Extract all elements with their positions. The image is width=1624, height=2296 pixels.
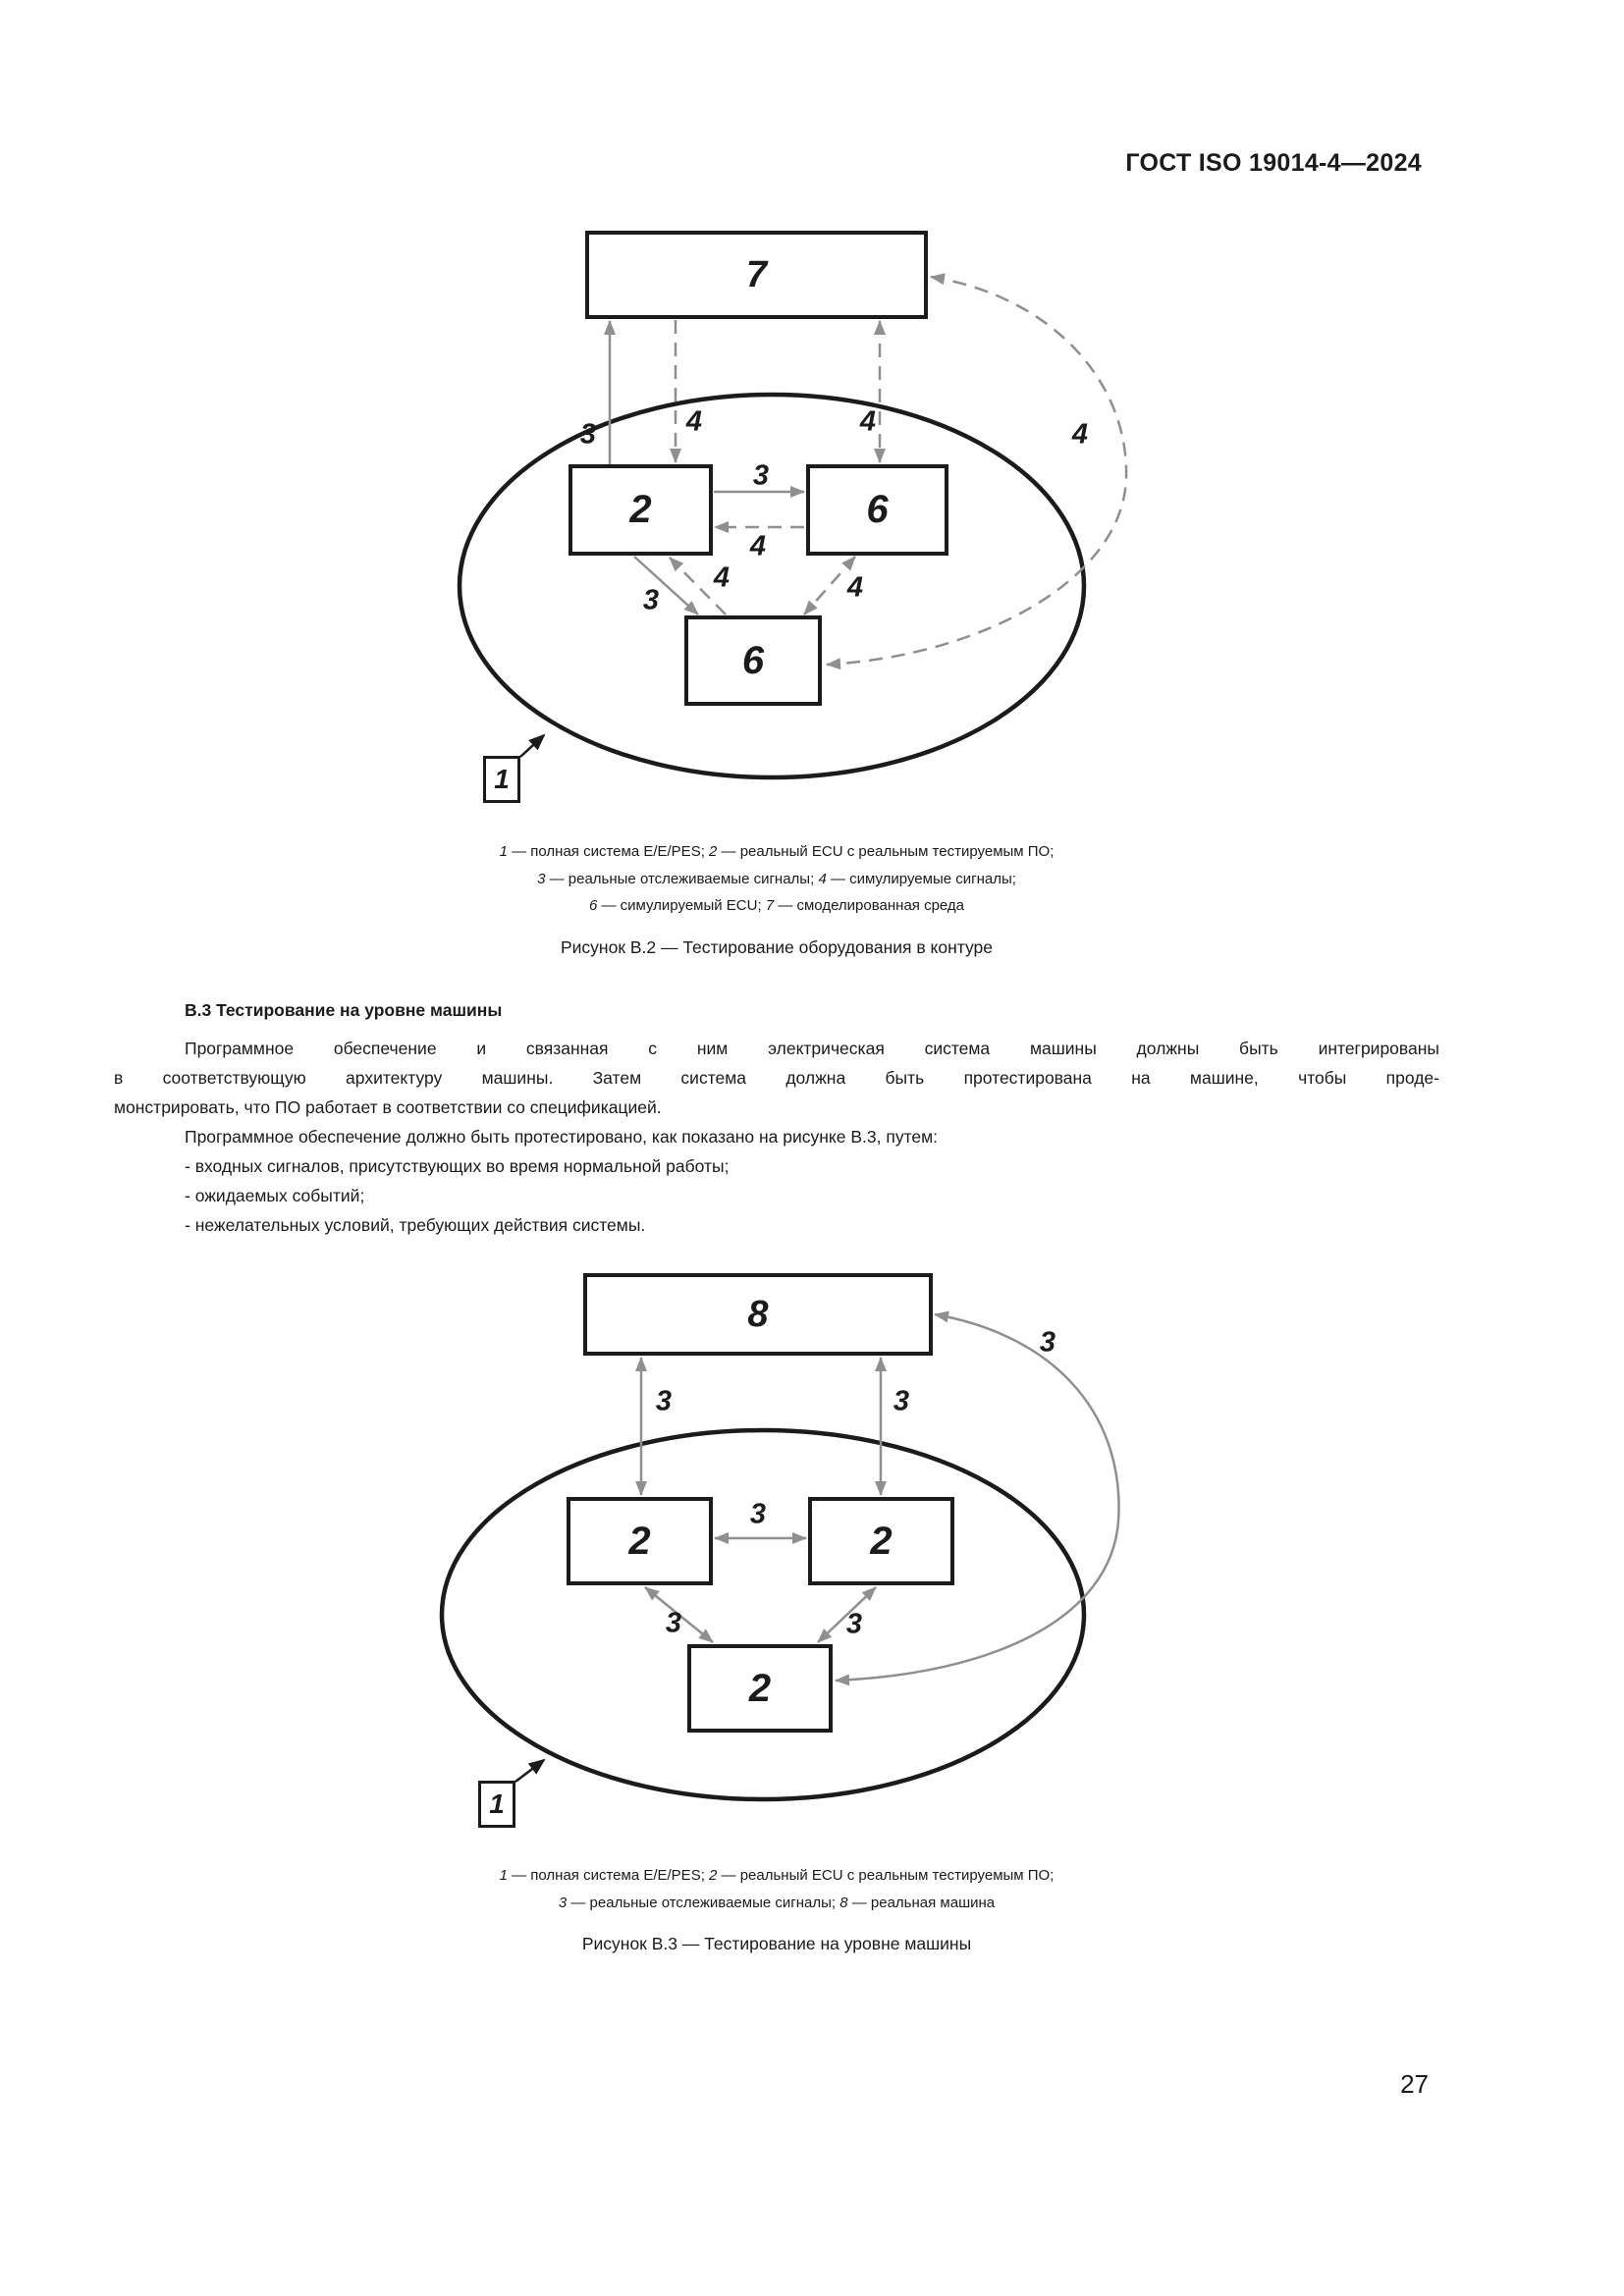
figure-b2-caption: Рисунок В.2 — Тестирование оборудования … [560,937,994,957]
box-number: 2 [748,1666,772,1710]
arrow-label: 3 [893,1385,910,1417]
arrow-label: 3 [752,459,770,492]
box-real-ecu-right: 2 [808,1497,954,1585]
leader-arrow-system-label [519,733,546,758]
arrow-label: 4 [1071,418,1089,451]
box-real-ecu-bottom: 2 [687,1644,833,1733]
box-number: 2 [629,488,652,531]
system-label-number: 1 [494,764,510,794]
paragraph-line: в соответствующую архитектуру машины. За… [114,1068,1439,1088]
figure-b2-legend-line: 3 — реальные отслеживаемые сигналы; 4 — … [537,871,1016,887]
arrow-label: 3 [845,1608,863,1640]
bullet-line: - входных сигналов, присутствующих во вр… [185,1156,730,1176]
leader-arrow-system-label [514,1758,546,1783]
system-label-number: 1 [489,1789,505,1819]
box-real-ecu: 2 [568,464,713,556]
arrow-sim-signal-diagonal-left [669,557,727,615]
bullet-line: - ожидаемых событий; [185,1186,365,1205]
figure-b3-caption: Рисунок В.3 — Тестирование на уровне маш… [581,1934,972,1953]
figure-b2-legend-line: 6 — симулируемый ECU; 7 — смоделированна… [588,897,965,914]
arrow-label: 4 [685,405,703,438]
paragraph-line: Программное обеспечение должно быть прот… [185,1127,939,1147]
arrow-label: 3 [642,584,660,616]
figure-b2-ellipse-system-boundary [457,392,1087,780]
box-number: 2 [870,1519,893,1563]
section-body: Программное обеспечение и связанная с ни… [114,1034,1439,1240]
figure-b3-ellipse-system-boundary [439,1427,1087,1802]
system-label-box: 1 [483,756,520,803]
box-number: 6 [741,638,765,682]
figure-b2-arrows [604,273,1128,670]
page-header: ГОСТ ISO 19014-4—2024 [1125,149,1422,177]
box-number: 7 [745,253,768,295]
paragraph-line: монстрировать, что ПО работает в соответ… [114,1097,662,1117]
figure-b3-legend-line: 3 — реальные отслеживаемые сигналы; 8 — … [558,1895,996,1911]
box-number: 2 [628,1519,651,1563]
figure-b3-legend-line: 1 — полная система E/E/PES; 2 — реальный… [499,1867,1055,1884]
figure-b2-legend-line: 1 — полная система E/E/PES; 2 — реальный… [499,843,1055,860]
arrow-real-signal-diagonal [633,556,699,615]
arrow-label: 3 [749,1498,767,1530]
arrow-real-signal-curve [835,1310,1120,1686]
box-real-machine: 8 [583,1273,933,1356]
arrow-label: 3 [579,418,597,451]
box-number: 8 [747,1293,769,1335]
arrow-label: 3 [1039,1326,1056,1359]
figure-b3-leader [514,1758,546,1783]
paragraph-line: Программное обеспечение и связанная с ни… [185,1039,1439,1058]
figure-b2-leader [519,733,546,758]
figure-b3-arrows [635,1310,1120,1686]
arrow-label: 3 [665,1607,682,1639]
box-simulated-environment: 7 [585,231,928,319]
arrow-label: 4 [846,571,864,604]
arrow-label: 3 [655,1385,673,1417]
box-simulated-ecu-bottom: 6 [684,615,822,706]
box-real-ecu-left: 2 [567,1497,713,1585]
box-simulated-ecu-right: 6 [806,464,948,556]
arrow-label: 4 [859,405,877,438]
arrow-label: 4 [749,530,767,562]
arrow-label: 4 [713,561,731,594]
page-number: 27 [1400,2069,1429,2099]
system-label-box: 1 [478,1781,515,1828]
section-heading: В.3 Тестирование на уровне машины [185,1000,503,1020]
bullet-line: - нежелательных условий, требующих дейст… [185,1215,646,1235]
box-number: 6 [866,488,889,531]
arrow-sim-signal-curve [826,273,1128,670]
arrow-real-signal-diag-left [644,1586,714,1643]
